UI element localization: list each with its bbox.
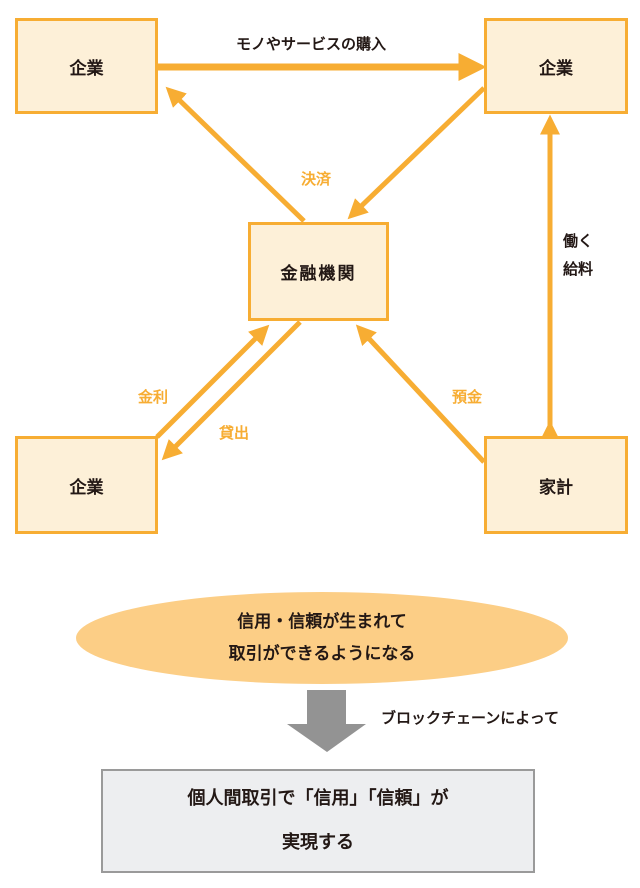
result-box: 個人間取引で「信用」「信頼」が 実現する bbox=[101, 769, 535, 873]
node-label: 企業 bbox=[69, 477, 104, 498]
result-line-2: 実現する bbox=[282, 832, 354, 853]
node-financial-institution: 金融機関 bbox=[248, 222, 389, 321]
node-label: 企業 bbox=[539, 58, 573, 79]
result-line-1: 個人間取引で「信用」「信頼」が bbox=[187, 788, 449, 809]
label-loan: 貸出 bbox=[219, 424, 250, 442]
label-deposit: 預金 bbox=[452, 388, 483, 406]
arrow-loan bbox=[161, 320, 302, 461]
label-work: 働く bbox=[563, 232, 594, 250]
arrow-deposit bbox=[355, 324, 486, 464]
label-interest: 金利 bbox=[138, 388, 169, 406]
node-label: 金融機関 bbox=[280, 264, 357, 284]
node-label: 企業 bbox=[69, 58, 104, 79]
label-blockchain: ブロックチェーンによって bbox=[381, 709, 560, 727]
label-settlement: 決済 bbox=[301, 170, 332, 188]
ellipse-line-1: 信用・信頼が生まれて bbox=[237, 612, 407, 632]
label-salary: 給料 bbox=[563, 260, 594, 278]
trust-ellipse: 信用・信頼が生まれて 取引ができるようになる bbox=[76, 592, 568, 684]
arrow-company-to-bank bbox=[347, 86, 486, 220]
ellipse-line-2: 取引ができるようになる bbox=[228, 644, 416, 664]
arrow-interest bbox=[155, 324, 270, 439]
node-company-bottom-left: 企業 bbox=[15, 436, 158, 534]
down-arrow-icon bbox=[287, 690, 366, 752]
node-company-top-left: 企業 bbox=[15, 18, 158, 114]
node-label: 家計 bbox=[539, 477, 573, 498]
arrow-settlement-to-company bbox=[165, 86, 306, 223]
node-household: 家計 bbox=[484, 436, 628, 534]
label-purchase: モノやサービスの購入 bbox=[236, 35, 387, 53]
node-company-top-right: 企業 bbox=[484, 18, 628, 114]
